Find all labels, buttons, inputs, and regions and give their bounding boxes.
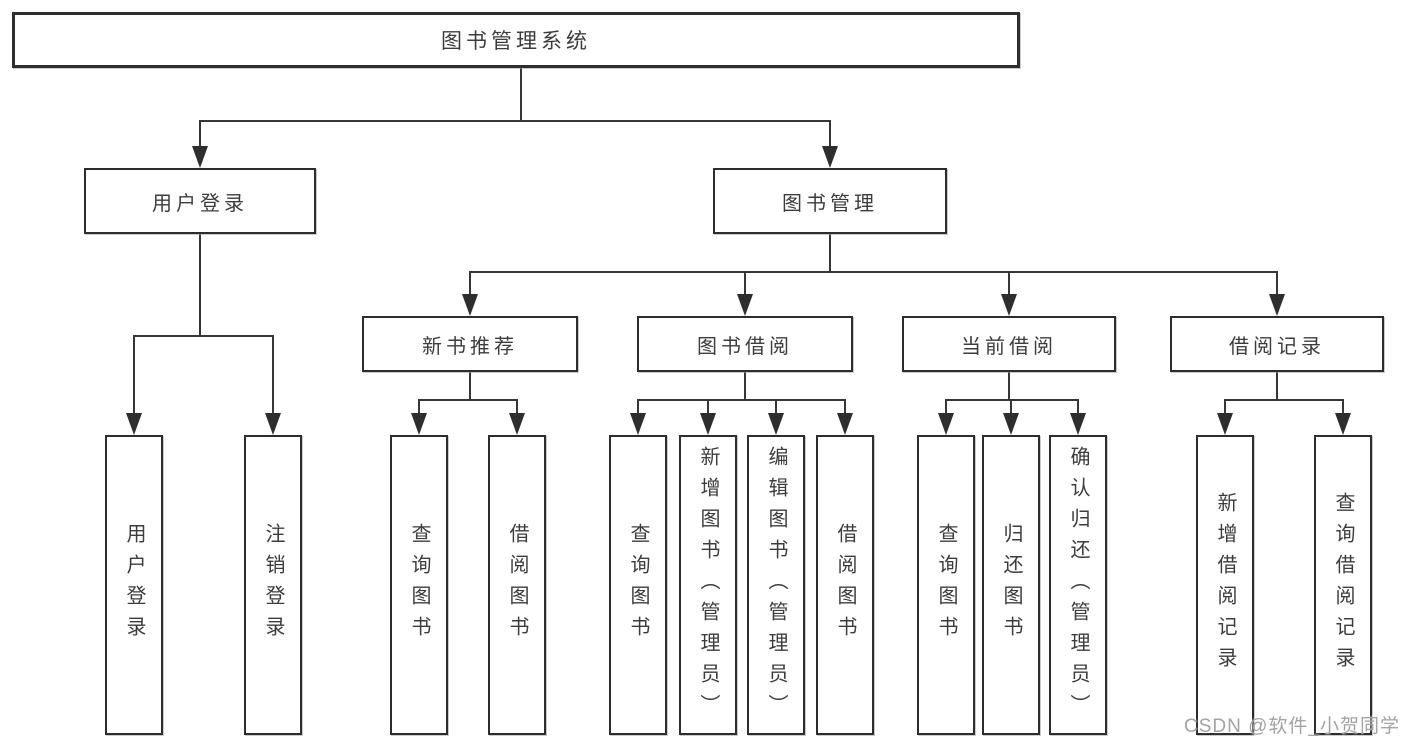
- connector-current-borrow-children: [938, 372, 1086, 435]
- arrowhead-down: [837, 413, 853, 435]
- connector-book-management-children: [462, 234, 1285, 316]
- node-library-management-system: 图书管理系统: [12, 12, 1020, 68]
- arrowhead-down: [1003, 413, 1019, 435]
- leaf-recommend-borrow-books: 借阅图书: [488, 435, 546, 735]
- leaf-add-borrow-record: 新增借阅记录: [1196, 435, 1254, 735]
- node-current-borrow: 当前借阅: [902, 316, 1116, 372]
- leaf-borrow-books: 借阅图书: [816, 435, 874, 735]
- arrowhead-down: [737, 294, 753, 316]
- arrowhead-down: [822, 146, 838, 168]
- arrowhead-down: [1070, 413, 1086, 435]
- arrowhead-down: [700, 413, 716, 435]
- arrowhead-down: [1217, 413, 1233, 435]
- arrowhead-down: [265, 413, 281, 435]
- node-book-management: 图书管理: [713, 168, 947, 234]
- leaf-query-borrow-record: 查询借阅记录: [1314, 435, 1372, 735]
- arrowhead-down: [938, 413, 954, 435]
- arrowhead-down: [192, 146, 208, 168]
- csdn-watermark: CSDN @软件_小贺同学: [1184, 716, 1400, 737]
- arrowhead-down: [630, 413, 646, 435]
- arrowhead-down: [126, 413, 142, 435]
- arrowhead-down: [1001, 294, 1017, 316]
- leaf-confirm-return-admin: 确认归还（管理员）: [1049, 435, 1107, 735]
- connector-book-borrow-children: [630, 372, 853, 435]
- node-user-login: 用户登录: [84, 168, 316, 234]
- arrowhead-down: [768, 413, 784, 435]
- node-borrow-records: 借阅记录: [1170, 316, 1384, 372]
- connector-new-book-children: [411, 372, 525, 435]
- arrowhead-down: [509, 413, 525, 435]
- leaf-user-login: 用户登录: [105, 435, 163, 735]
- connector-borrow-records-children: [1217, 372, 1351, 435]
- leaf-current-query-books: 查询图书: [917, 435, 975, 735]
- leaf-logout: 注销登录: [244, 435, 302, 735]
- arrowhead-down: [1269, 294, 1285, 316]
- arrowhead-down: [411, 413, 427, 435]
- node-new-book-recommend: 新书推荐: [362, 316, 578, 372]
- leaf-edit-books-admin: 编辑图书（管理员）: [747, 435, 805, 735]
- connector-user-login-children: [126, 234, 281, 435]
- leaf-recommend-query-books: 查询图书: [390, 435, 448, 735]
- node-book-borrow: 图书借阅: [637, 316, 853, 372]
- leaf-return-books: 归还图书: [982, 435, 1040, 735]
- arrowhead-down: [462, 294, 478, 316]
- leaf-borrow-query-books: 查询图书: [609, 435, 667, 735]
- arrowhead-down: [1335, 413, 1351, 435]
- connector-root-to-level2: [192, 68, 838, 168]
- leaf-add-books-admin: 新增图书（管理员）: [679, 435, 737, 735]
